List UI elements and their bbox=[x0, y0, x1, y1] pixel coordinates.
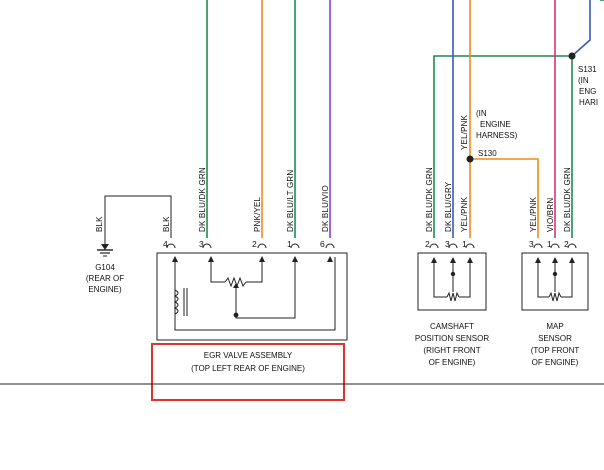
map-title-1: MAP bbox=[546, 322, 563, 331]
ground-wire-label: BLK bbox=[95, 216, 104, 232]
map-title-3: (TOP FRONT bbox=[531, 346, 580, 355]
map-wire-label-1: YEL/PNK bbox=[529, 196, 538, 232]
map-wire-label-3: DK BLU/DK GRN bbox=[563, 167, 572, 232]
egr-pin-1: 1 bbox=[287, 239, 292, 249]
cam-pin-1: 1 bbox=[462, 239, 467, 249]
cam-connector bbox=[429, 243, 475, 249]
egr-terminal-arrows bbox=[172, 256, 333, 318]
map-wire-label-2: VIO/BRN bbox=[546, 198, 555, 232]
splice-s131-note-1: (IN bbox=[578, 76, 589, 85]
cam-internal-circuit bbox=[433, 258, 471, 302]
egr-location: (TOP LEFT REAR OF ENGINE) bbox=[191, 364, 305, 373]
map-title-4: OF ENGINE) bbox=[532, 358, 579, 367]
egr-wire-label-dk-blu-dk-grn: DK BLU/DK GRN bbox=[198, 167, 207, 232]
cam-wire-label-1: DK BLU/DK GRN bbox=[425, 167, 434, 232]
cam-pin-2: 2 bbox=[425, 239, 430, 249]
ground-id: G104 bbox=[95, 263, 115, 272]
cam-terminal-arrows bbox=[431, 257, 473, 277]
map-terminal-arrows bbox=[535, 257, 575, 277]
egr-wire-label-dk-blu-lt-grn: DK BLU/LT GRN bbox=[286, 170, 295, 232]
cam-title-4: OF ENGINE) bbox=[429, 358, 476, 367]
camshaft-sensor-box bbox=[417, 252, 487, 311]
egr-pin-4: 4 bbox=[163, 239, 168, 249]
egr-pin-6: 6 bbox=[320, 239, 325, 249]
cam-wire-label-2: DK BLU/GRY bbox=[444, 181, 453, 232]
ground-location-2: ENGINE) bbox=[88, 285, 122, 294]
splice-s130-wire-label: YEL/PNK bbox=[460, 114, 469, 150]
wire-dk-blu-top-right bbox=[571, 0, 591, 57]
highlight-box bbox=[151, 343, 345, 401]
ground-symbol-icon bbox=[97, 244, 113, 257]
map-internal-circuit bbox=[537, 258, 573, 302]
right-wires bbox=[433, 0, 604, 238]
cam-pin-3: 3 bbox=[445, 239, 450, 249]
egr-internal-circuit bbox=[173, 257, 336, 331]
map-sensor-box bbox=[521, 252, 589, 311]
egr-pin-3: 3 bbox=[199, 239, 204, 249]
splice-s131-id: S131 bbox=[578, 65, 597, 74]
cam-title-3: (RIGHT FRONT bbox=[423, 346, 480, 355]
splice-s131-dot bbox=[568, 52, 576, 60]
cam-wire-label-3: YEL/PNK bbox=[460, 196, 469, 232]
wire-ground-blk bbox=[104, 195, 172, 248]
splice-s130-note-2: ENGINE bbox=[480, 120, 511, 129]
ground-location-1: (REAR OF bbox=[86, 274, 124, 283]
cam-title-2: POSITION SENSOR bbox=[415, 334, 489, 343]
map-pin-3: 3 bbox=[529, 239, 534, 249]
egr-connector bbox=[166, 243, 335, 249]
egr-title: EGR VALVE ASSEMBLY bbox=[204, 351, 293, 360]
egr-wire-label-blk: BLK bbox=[162, 216, 171, 232]
splice-s130-note-1: (IN bbox=[476, 109, 487, 118]
map-title-2: SENSOR bbox=[538, 334, 572, 343]
egr-wire-label-dk-blu-vio: DK BLU/VIO bbox=[321, 185, 330, 232]
egr-wire-label-pnk-yel: PNK/YEL bbox=[253, 196, 262, 232]
splice-s130-note-3: HARNESS) bbox=[476, 131, 518, 140]
splice-s130-dot bbox=[466, 155, 474, 163]
map-pin-2: 2 bbox=[564, 239, 569, 249]
map-connector bbox=[533, 243, 577, 249]
map-pin-1: 1 bbox=[547, 239, 552, 249]
splice-s131-note-3: HARI bbox=[579, 98, 598, 107]
egr-valve-box bbox=[156, 252, 348, 341]
splice-s131-note-2: ENG bbox=[579, 87, 596, 96]
cam-title-1: CAMSHAFT bbox=[430, 322, 474, 331]
egr-pin-2: 2 bbox=[252, 239, 257, 249]
splice-s130-id: S130 bbox=[478, 149, 497, 158]
wire-yel-pnk-map bbox=[470, 158, 539, 238]
egr-wires bbox=[104, 0, 331, 248]
wire-dk-blu-dk-grn-cam bbox=[433, 55, 572, 238]
